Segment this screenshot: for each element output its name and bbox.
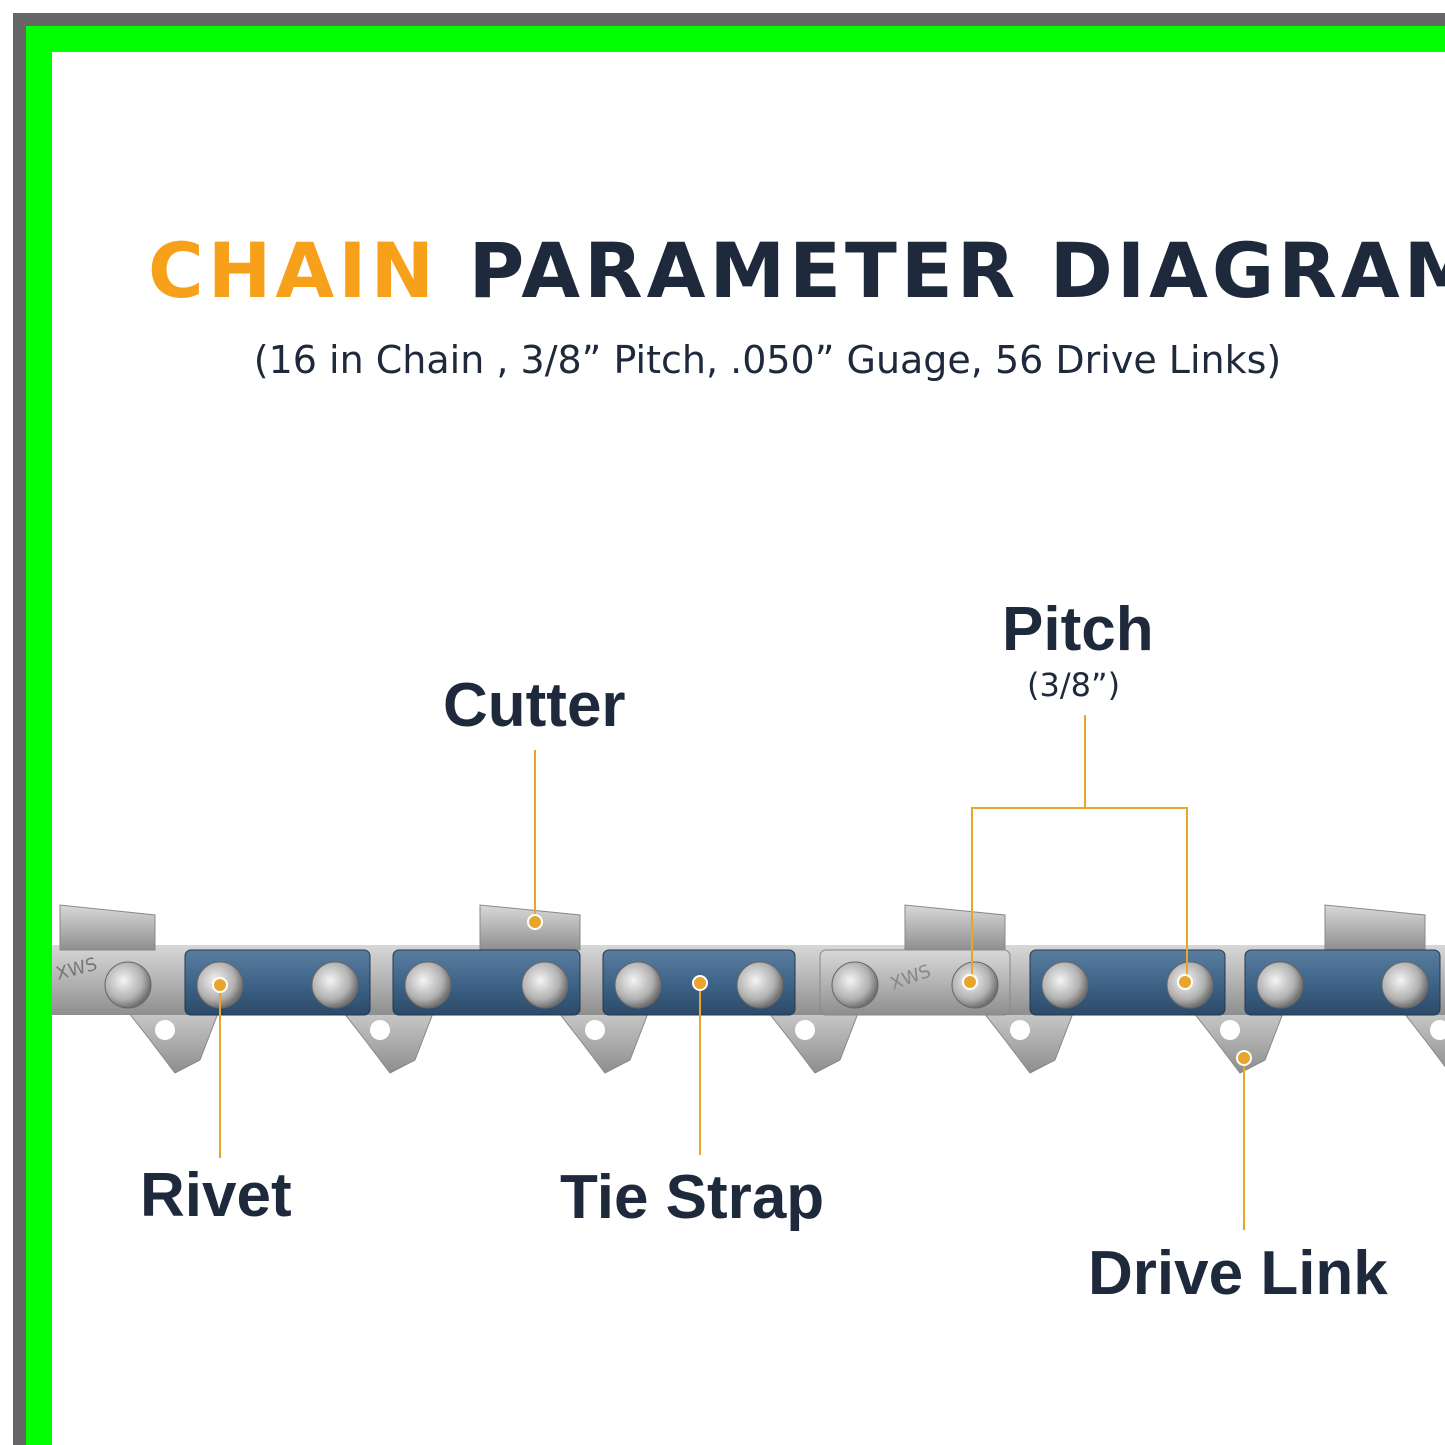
title-rest: PARAMETER DIAGRAM bbox=[468, 226, 1445, 315]
page-subtitle: (16 in Chain , 3/8” Pitch, .050” Guage, … bbox=[253, 338, 1282, 382]
label-pitch: Pitch bbox=[1002, 595, 1154, 664]
drive-link-hole bbox=[1010, 1020, 1030, 1040]
rivet bbox=[614, 961, 662, 1009]
rivet bbox=[1041, 961, 1089, 1009]
rivet bbox=[1381, 961, 1429, 1009]
page-title: CHAIN PARAMETER DIAGRAM bbox=[148, 226, 1445, 315]
label-tie-strap: Tie Strap bbox=[560, 1163, 825, 1232]
drive-link-hole bbox=[370, 1020, 390, 1040]
drive-link-hole bbox=[585, 1020, 605, 1040]
label-rivet: Rivet bbox=[140, 1161, 292, 1230]
label-cutter: Cutter bbox=[443, 671, 626, 740]
drive-link-hole bbox=[1430, 1020, 1445, 1040]
cutter bbox=[1324, 904, 1426, 951]
pitch-bracket bbox=[971, 807, 1188, 980]
drive-link-marker bbox=[1236, 1050, 1252, 1066]
pitch-marker-right bbox=[1177, 974, 1193, 990]
cutter bbox=[904, 904, 1006, 951]
pitch-marker-left bbox=[962, 974, 978, 990]
tie-strap-marker bbox=[692, 975, 708, 991]
drive-link-hole bbox=[1220, 1020, 1240, 1040]
title-accent: CHAIN bbox=[148, 226, 439, 315]
rivet bbox=[104, 961, 152, 1009]
label-pitch-value: (3/8”) bbox=[1027, 666, 1121, 704]
canvas bbox=[52, 52, 1445, 1445]
rivet bbox=[404, 961, 452, 1009]
rivet bbox=[736, 961, 784, 1009]
rivet bbox=[831, 961, 879, 1009]
rivet bbox=[1256, 961, 1304, 1009]
drive-link-hole bbox=[795, 1020, 815, 1040]
cutter bbox=[59, 904, 156, 951]
rivet bbox=[521, 961, 569, 1009]
drive-link-hole bbox=[155, 1020, 175, 1040]
leader-lines bbox=[212, 715, 1252, 1230]
label-drive-link: Drive Link bbox=[1088, 1239, 1388, 1308]
cutter-marker bbox=[527, 914, 543, 930]
rivet-marker bbox=[212, 977, 228, 993]
rivet bbox=[311, 961, 359, 1009]
